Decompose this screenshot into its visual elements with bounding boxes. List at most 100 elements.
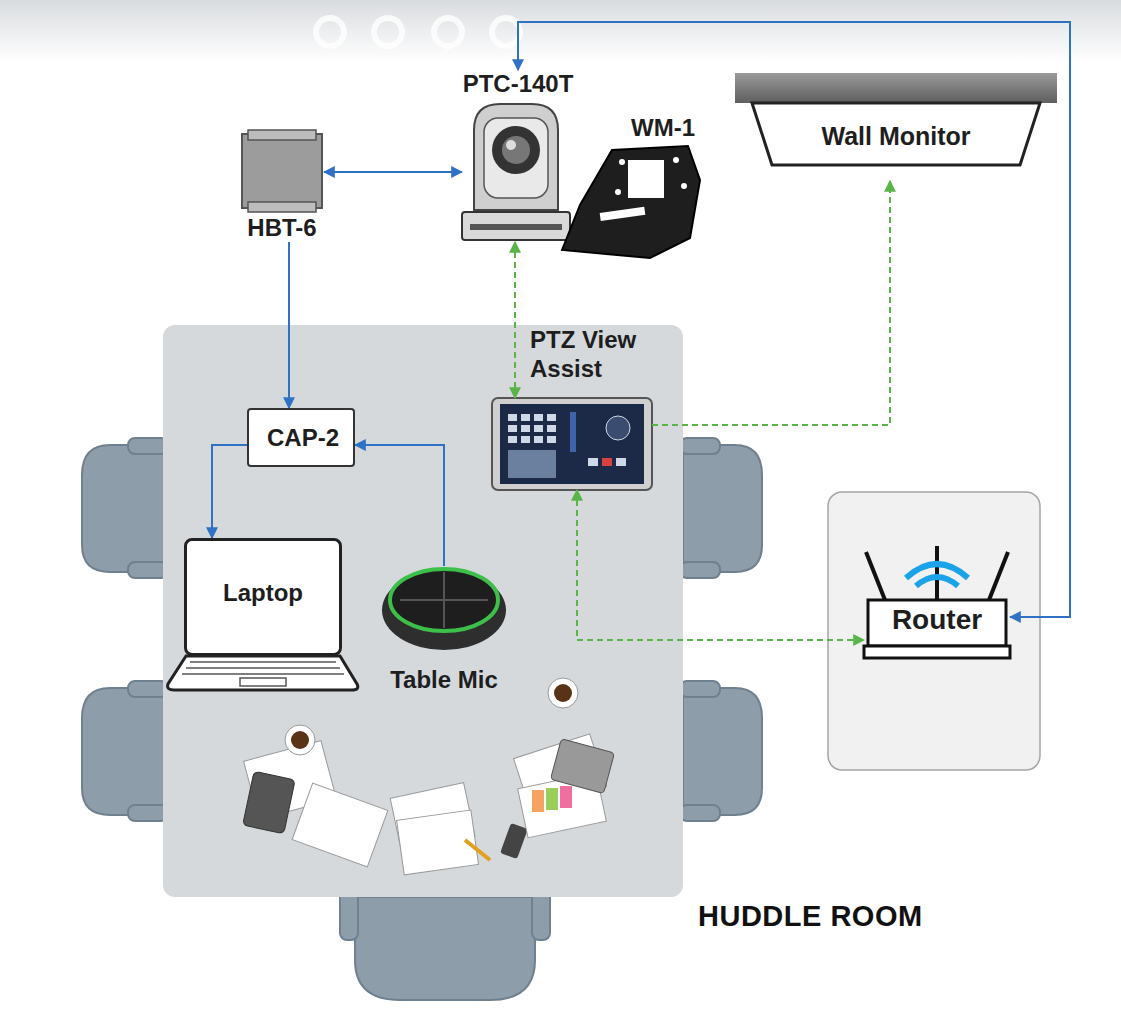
camera-lens: [492, 126, 540, 174]
network-link: [652, 181, 890, 425]
wall-mount: [562, 146, 700, 258]
screen-slider: [570, 412, 576, 452]
box-bottom: [248, 202, 316, 212]
touchpad: [240, 678, 286, 686]
laptop-node: Laptop: [184, 538, 342, 656]
screen-joystick: [606, 416, 630, 440]
button: [547, 414, 556, 421]
node-label: Wall Monitor: [755, 121, 1037, 151]
camera-base: [462, 212, 570, 240]
network-link: [577, 490, 864, 640]
chair-arm: [680, 681, 720, 697]
button: [534, 425, 543, 432]
camera-body: [474, 104, 558, 210]
button: [588, 458, 598, 466]
ring: [374, 18, 402, 46]
network-link: [514, 242, 516, 398]
signal-cable: [518, 22, 1070, 617]
camera-lens-inner: [502, 136, 530, 164]
button: [534, 436, 543, 443]
table-mic: [382, 569, 506, 650]
tablet-screen: [500, 404, 644, 484]
chair: [355, 897, 535, 1000]
node-label: CAP-2: [249, 424, 357, 453]
signal-cable: [355, 445, 444, 566]
tablet-device: [550, 739, 614, 794]
camera-base-slot: [470, 224, 562, 230]
chair: [82, 688, 165, 815]
chair: [82, 445, 165, 572]
wifi-arc: [916, 577, 958, 586]
camera-node: PTC-140T: [462, 70, 574, 242]
monitor-screen: [752, 103, 1040, 165]
router-base: [864, 646, 1010, 658]
button: [521, 436, 530, 443]
signal-cable: [212, 445, 247, 538]
button: [616, 458, 626, 466]
sticky-note: [532, 790, 544, 812]
hole: [615, 189, 621, 195]
mic-grille: [400, 572, 488, 628]
laptop-base: [168, 656, 358, 690]
node-label: WM-1: [613, 114, 713, 143]
process-box: CAP-2: [247, 408, 355, 467]
coffee-cup: [285, 725, 315, 755]
router-symbol: [864, 546, 1010, 658]
backdrop-rings: [316, 18, 520, 46]
signal-cable: [324, 171, 462, 173]
button: [508, 414, 517, 421]
chair-arm: [128, 562, 168, 578]
room-title: HUDDLE ROOM: [698, 900, 923, 933]
ring: [492, 18, 520, 46]
antenna: [989, 552, 1008, 600]
button: [547, 425, 556, 432]
coffee-cup: [548, 678, 578, 708]
hole: [619, 159, 625, 165]
hdbaset-box: [242, 130, 322, 212]
chair: [683, 688, 762, 815]
button: [521, 425, 530, 432]
antenna: [935, 546, 939, 600]
bracket-plate: [562, 146, 700, 258]
chair-arm: [680, 805, 720, 821]
box-top: [248, 130, 316, 140]
bracket-holes: [615, 157, 687, 195]
tablet-controller: [492, 398, 652, 490]
monitor-bar: [735, 73, 1057, 103]
chair-arm: [128, 681, 168, 697]
coffee: [291, 731, 309, 749]
signal-cable: [288, 242, 290, 408]
chair-arm: [532, 890, 550, 940]
sticky-note: [560, 786, 572, 808]
backdrop-strip: [0, 0, 1121, 62]
lens-glint: [506, 140, 516, 150]
tablet-frame: [492, 398, 652, 490]
chair-arm: [680, 438, 720, 454]
camera-head: [484, 118, 548, 198]
mount-node: WM-1: [555, 112, 705, 260]
wall-monitor-shape: [735, 73, 1057, 165]
chair-arm: [340, 890, 358, 940]
ptz-camera: [462, 104, 570, 240]
screen-preview: [508, 450, 556, 478]
node-label: Router: [864, 603, 1010, 637]
node-label: HBT-6: [220, 214, 344, 243]
chair-arm: [128, 438, 168, 454]
phone: [500, 823, 528, 859]
antenna: [866, 552, 885, 600]
hole: [673, 157, 679, 163]
router-panel: [828, 492, 1040, 770]
mic-node: Table Mic: [380, 566, 508, 696]
keyboard-deck: [168, 656, 358, 690]
device-node: HBT-6: [240, 130, 324, 242]
screen-buttons: [508, 414, 556, 443]
meeting-table: [163, 325, 683, 897]
node-label: Table Mic: [365, 666, 523, 695]
hole: [681, 183, 687, 189]
router-node: Router: [864, 546, 1010, 658]
bracket-cutout: [628, 160, 664, 198]
